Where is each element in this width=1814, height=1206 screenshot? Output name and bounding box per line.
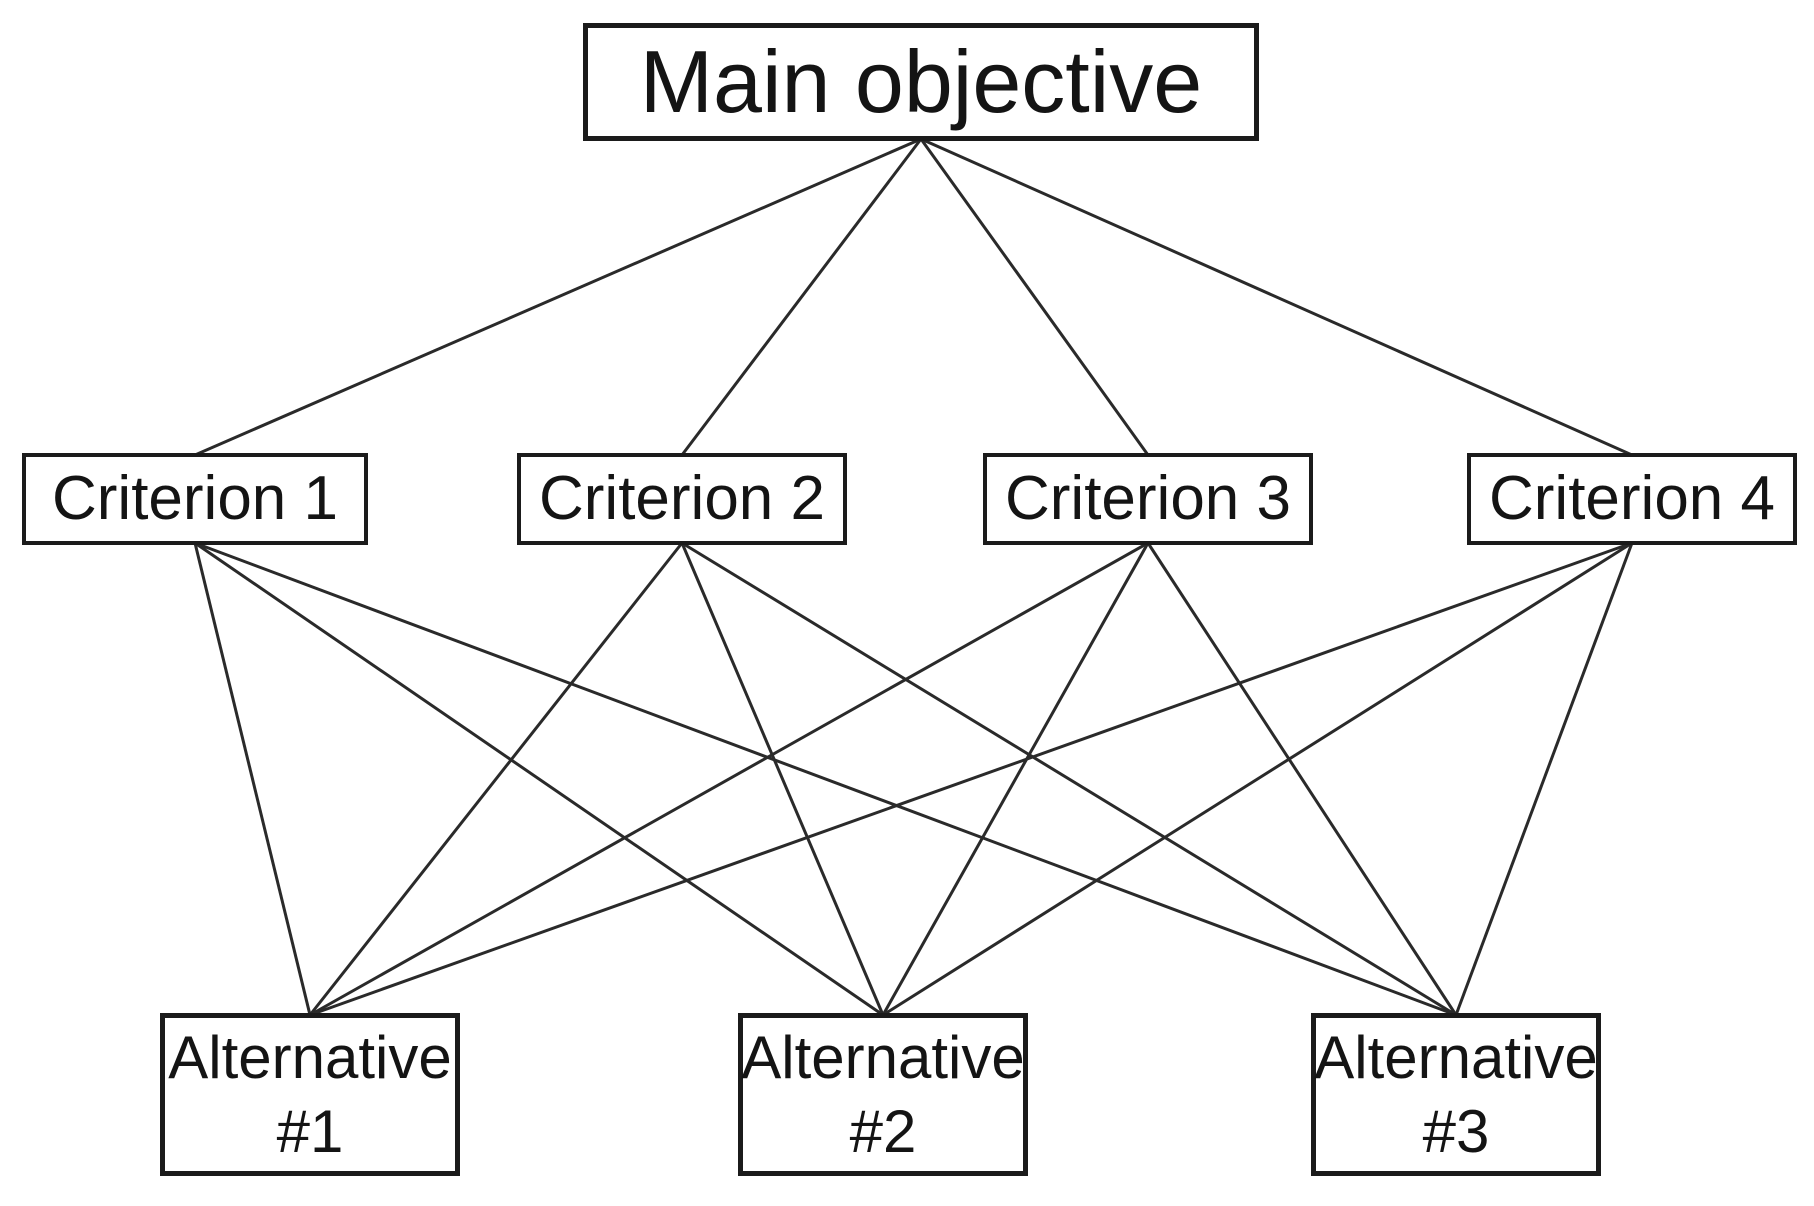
node-label: Alternative <box>741 1024 1025 1092</box>
alternative-2-node: Alternative #2 <box>738 1013 1028 1176</box>
node-label-number: #3 <box>1422 1097 1490 1165</box>
node-label-number: #1 <box>276 1097 344 1165</box>
main-objective-node: Main objective <box>583 23 1259 141</box>
node-label-number: #2 <box>849 1097 917 1165</box>
criterion-2-node: Criterion 2 <box>517 453 847 545</box>
criterion-4-node: Criterion 4 <box>1467 453 1797 545</box>
criterion-3-node: Criterion 3 <box>983 453 1313 545</box>
node-label: Criterion 2 <box>539 464 825 534</box>
node-label: Criterion 1 <box>52 464 338 534</box>
alternative-1-node: Alternative #1 <box>160 1013 460 1176</box>
node-label: Criterion 3 <box>1005 464 1291 534</box>
node-label: Alternative <box>1314 1024 1598 1092</box>
node-label: Criterion 4 <box>1489 464 1775 534</box>
node-label: Alternative <box>168 1024 452 1092</box>
node-label: Main objective <box>639 32 1203 132</box>
alternative-3-node: Alternative #3 <box>1311 1013 1601 1176</box>
criterion-1-node: Criterion 1 <box>22 453 368 545</box>
